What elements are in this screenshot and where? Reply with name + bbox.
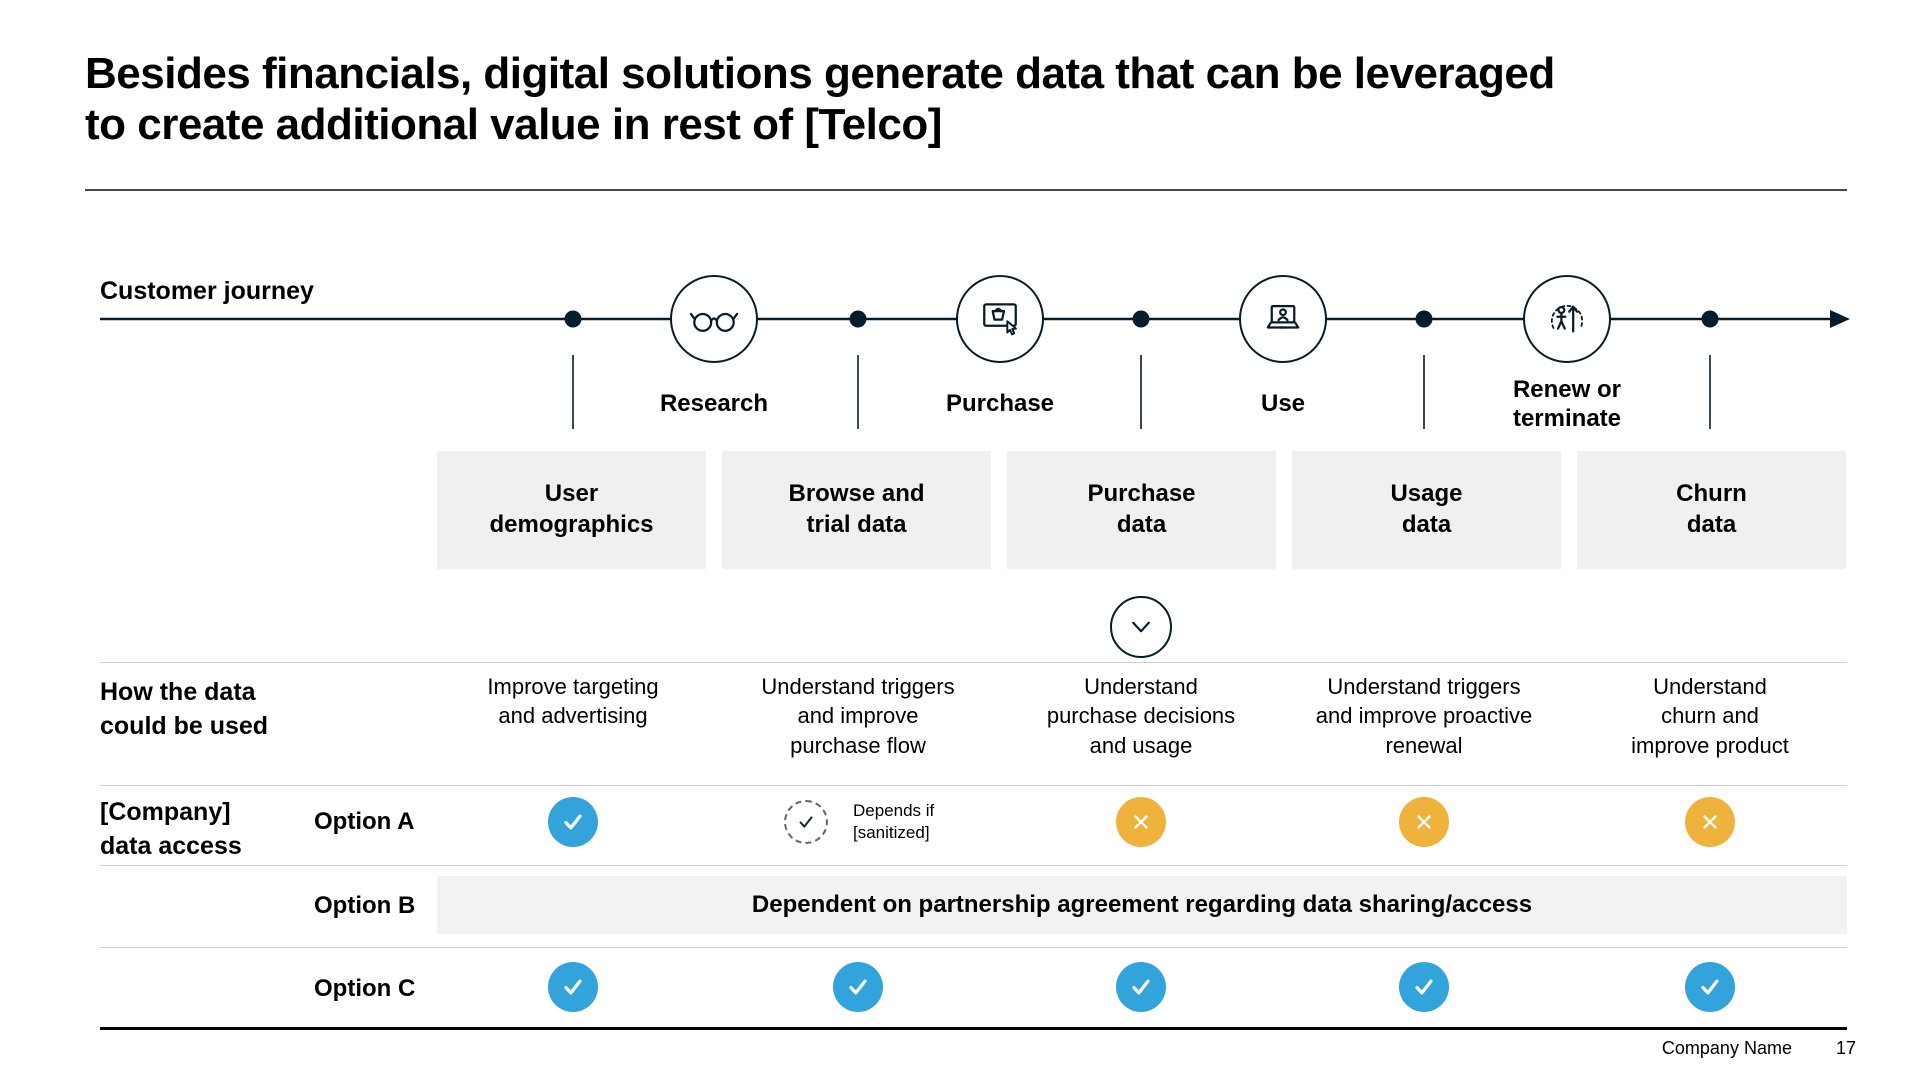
customer-journey-label: Customer journey: [100, 277, 314, 305]
partnership-banner: Dependent on partnership agreement regar…: [437, 876, 1847, 934]
usage-item: Improve targeting and advertising: [487, 674, 659, 729]
title-divider: [85, 189, 1847, 191]
stage-circle-use: [1239, 275, 1327, 363]
stage-label-use: Use: [1260, 390, 1306, 418]
footer-company-name: Company Name: [1661, 1038, 1792, 1058]
cross-orange-icon: [1399, 797, 1449, 847]
access-row-label: [Company] data access: [100, 798, 242, 860]
timeline-dot: [849, 310, 867, 328]
row-divider: [100, 785, 1847, 786]
usage-row-label: How the data could be used: [100, 678, 269, 740]
stage-label-renew: Renew or terminate: [1512, 375, 1622, 432]
usage-item: Understand triggers and improve proactiv…: [1315, 674, 1533, 758]
glasses-icon: [689, 312, 739, 332]
bottom-rule: [100, 1027, 1847, 1030]
journey-timeline: [100, 310, 1850, 429]
footer: Company Name 17: [1662, 1038, 1856, 1059]
databox-purchase: Purchase data: [1007, 451, 1276, 569]
option-b-label: Option B: [314, 892, 416, 919]
cross-orange-icon: [1116, 797, 1166, 847]
usage-item: Understand churn and improve product: [1631, 674, 1789, 758]
chevron-down-icon: [1132, 621, 1150, 633]
renew-person-icon: [1550, 304, 1584, 333]
page-title: Besides financials, digital solutions ge…: [85, 49, 1555, 150]
option-c-label: Option C: [314, 975, 416, 1002]
stage-circle-research: [670, 275, 758, 363]
footer-page-number: 17: [1835, 1038, 1856, 1058]
check-blue-icon: [1399, 962, 1449, 1012]
databox-user-demographics: User demographics: [437, 451, 706, 569]
row-divider: [100, 865, 1847, 866]
timeline-dot: [1415, 310, 1433, 328]
timeline-dot: [1701, 310, 1719, 328]
check-blue-icon: [548, 797, 598, 847]
section-divider: [100, 662, 1847, 663]
stage-circle-purchase: [956, 275, 1044, 363]
stage-label-purchase: Purchase: [945, 390, 1055, 418]
check-blue-icon: [1685, 962, 1735, 1012]
conditional-note: Depends if [sanitized]: [853, 801, 935, 843]
cross-orange-icon: [1685, 797, 1735, 847]
timeline-arrowhead-icon: [1830, 310, 1850, 328]
databox-usage: Usage data: [1292, 451, 1561, 569]
databox-browse-trial: Browse and trial data: [722, 451, 991, 569]
usage-item: Understand purchase decisions and usage: [1046, 674, 1236, 758]
stage-circle-renew: [1523, 275, 1611, 363]
check-conditional-icon: [784, 800, 828, 844]
purchase-screen-icon: [983, 303, 1017, 336]
stage-label-research: Research: [659, 390, 769, 418]
timeline-dot: [564, 310, 582, 328]
usage-item: Understand triggers and improve purchase…: [761, 674, 955, 758]
option-a-label: Option A: [314, 808, 415, 835]
timeline-dot: [1132, 310, 1150, 328]
chevron-down-circle: [1110, 596, 1172, 658]
laptop-user-icon: [1266, 304, 1300, 329]
check-blue-icon: [548, 962, 598, 1012]
check-blue-icon: [1116, 962, 1166, 1012]
row-divider: [100, 947, 1847, 948]
databox-churn: Churn data: [1577, 451, 1846, 569]
check-blue-icon: [833, 962, 883, 1012]
